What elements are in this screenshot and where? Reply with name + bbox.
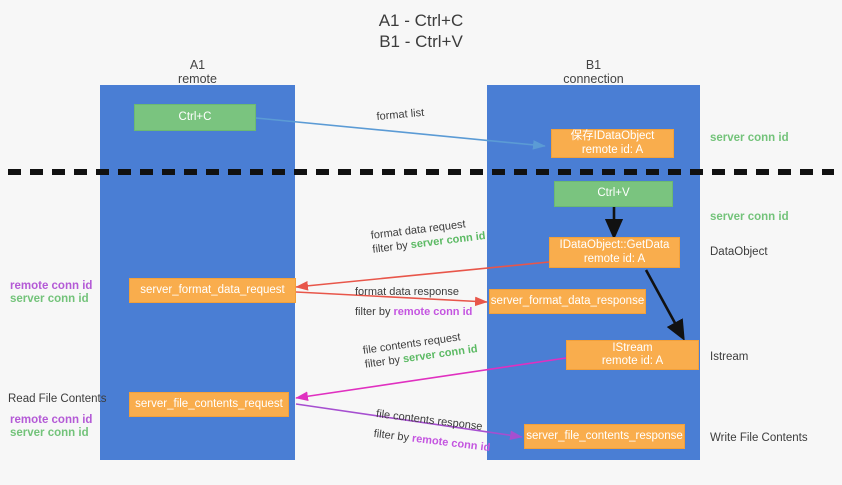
annotation-server-conn-id-top: server conn id — [710, 132, 789, 144]
edge-label-format-data-response-filter: filter by remote conn id — [355, 306, 473, 318]
node-idataobject-label: 保存IDataObject — [570, 130, 655, 142]
node-server-format-data-response-label: server_format_data_response — [490, 294, 645, 307]
lane-header-a1: A1 remote — [100, 58, 295, 86]
lane-header-b1: B1 connection — [487, 58, 700, 86]
node-getdata-remote-id: remote id: A — [583, 252, 646, 265]
annotation-dataobject: DataObject — [710, 246, 768, 258]
node-ctrl-c-label: Ctrl+C — [178, 110, 212, 123]
node-server-file-contents-request-label: server_file_contents_request — [135, 397, 283, 410]
node-server-file-contents-response-label: server_file_contents_response — [526, 429, 683, 442]
edge-label-format-data-response-text: format data response — [355, 286, 459, 298]
node-ctrl-v-label: Ctrl+V — [597, 187, 630, 200]
node-istream-label: IStream — [612, 341, 653, 354]
node-idataobject[interactable]: 保存IDataObject remote id: A — [551, 129, 674, 158]
edge-label-format-list-text: format list — [376, 106, 425, 123]
node-server-format-data-response[interactable]: server_format_data_response — [489, 289, 646, 314]
lane-a1-name: A1 — [189, 58, 206, 72]
annotation-remote-conn-id-mid: remote conn id — [10, 280, 93, 292]
edge-label-format-data-request: format data request filter by server con… — [370, 215, 486, 257]
page-title: A1 - Ctrl+C B1 - Ctrl+V — [0, 10, 842, 52]
node-server-file-contents-request[interactable]: server_file_contents_request — [129, 392, 289, 417]
annotation-read-file-contents: Read File Contents — [8, 393, 107, 405]
node-ctrl-v[interactable]: Ctrl+V — [554, 181, 673, 207]
node-idataobject-getdata[interactable]: IDataObject::GetData remote id: A — [549, 237, 680, 268]
node-istream-remote-id: remote id: A — [601, 355, 664, 367]
node-getdata-label: IDataObject::GetData — [559, 239, 670, 251]
filter-value-remote-conn-id: remote conn id — [393, 306, 473, 318]
annotation-remote-conn-id-low: remote conn id — [10, 414, 93, 426]
node-server-file-contents-response[interactable]: server_file_contents_response — [524, 424, 685, 449]
node-server-format-data-request-label: server_format_data_request — [140, 283, 285, 296]
edge-label-format-data-response: format data response filter by remote co… — [355, 285, 472, 319]
edge-label-file-contents-request: file contents request filter by server c… — [362, 328, 479, 372]
annotation-write-file-contents: Write File Contents — [710, 432, 808, 444]
annotation-server-conn-id-mid: server conn id — [10, 293, 89, 305]
lane-a1-role: remote — [178, 72, 217, 86]
edge-label-file-contents-response: file contents response filter by remote … — [373, 407, 494, 455]
lane-b1-role: connection — [563, 72, 624, 86]
node-idataobject-remote-id: remote id: A — [581, 143, 644, 156]
annotation-server-conn-id-low: server conn id — [10, 427, 89, 439]
node-istream[interactable]: IStream remote id: A — [566, 340, 699, 370]
node-ctrl-c[interactable]: Ctrl+C — [134, 104, 256, 131]
filter-value-remote-conn-id-2: remote conn id — [411, 432, 491, 455]
lane-b1-name: B1 — [585, 58, 602, 72]
title-line-2: B1 - Ctrl+V — [379, 32, 463, 51]
annotation-server-conn-id-second: server conn id — [710, 211, 789, 223]
title-line-1: A1 - Ctrl+C — [378, 11, 464, 30]
node-server-format-data-request[interactable]: server_format_data_request — [129, 278, 296, 303]
annotation-istream: Istream — [710, 351, 749, 363]
edge-label-format-list: format list — [376, 106, 425, 124]
